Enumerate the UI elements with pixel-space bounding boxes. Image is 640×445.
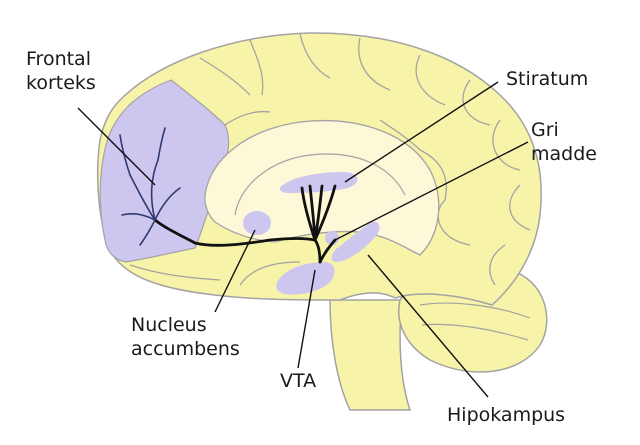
hippocampus-region <box>331 221 380 263</box>
label-frontal-cortex-line2: korteks <box>26 72 96 94</box>
label-nucleus-accumbens-line2: accumbens <box>131 338 240 360</box>
gyri-lines <box>129 33 531 286</box>
label-gray-matter-line2: madde <box>531 143 597 165</box>
nucleus-accumbens-region <box>243 211 271 235</box>
label-nucleus-accumbens: Nucleus accumbens <box>131 313 240 361</box>
striatum-region <box>279 172 358 193</box>
label-gray-matter-line1: Gri <box>531 119 559 141</box>
label-frontal-cortex-line1: Frontal <box>26 48 91 70</box>
vta-region <box>276 262 335 295</box>
dopamine-pathways <box>153 184 337 264</box>
label-striatum: Stiratum <box>506 68 589 90</box>
label-frontal-cortex: Frontal korteks <box>26 47 96 95</box>
label-nucleus-accumbens-line1: Nucleus <box>131 314 207 336</box>
brainstem <box>329 299 412 411</box>
label-hippocampus: Hipokampus <box>447 404 566 426</box>
label-vta: VTA <box>280 370 317 392</box>
leader-lines <box>77 81 529 398</box>
label-gray-matter: Gri madde <box>531 118 597 166</box>
